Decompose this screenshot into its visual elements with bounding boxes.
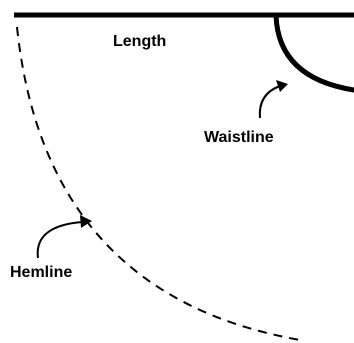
hemline-label: Hemline — [10, 264, 72, 281]
waistline-curve — [273, 12, 354, 93]
hemline-arrowhead — [80, 215, 92, 228]
hemline-curve — [16, 26, 301, 341]
waistline-label: Waistline — [204, 129, 274, 146]
waistline-arrow — [258, 85, 281, 119]
length-label: Length — [113, 33, 166, 50]
hemline-arrow — [36, 221, 83, 259]
waistline-arrowhead — [276, 80, 288, 92]
